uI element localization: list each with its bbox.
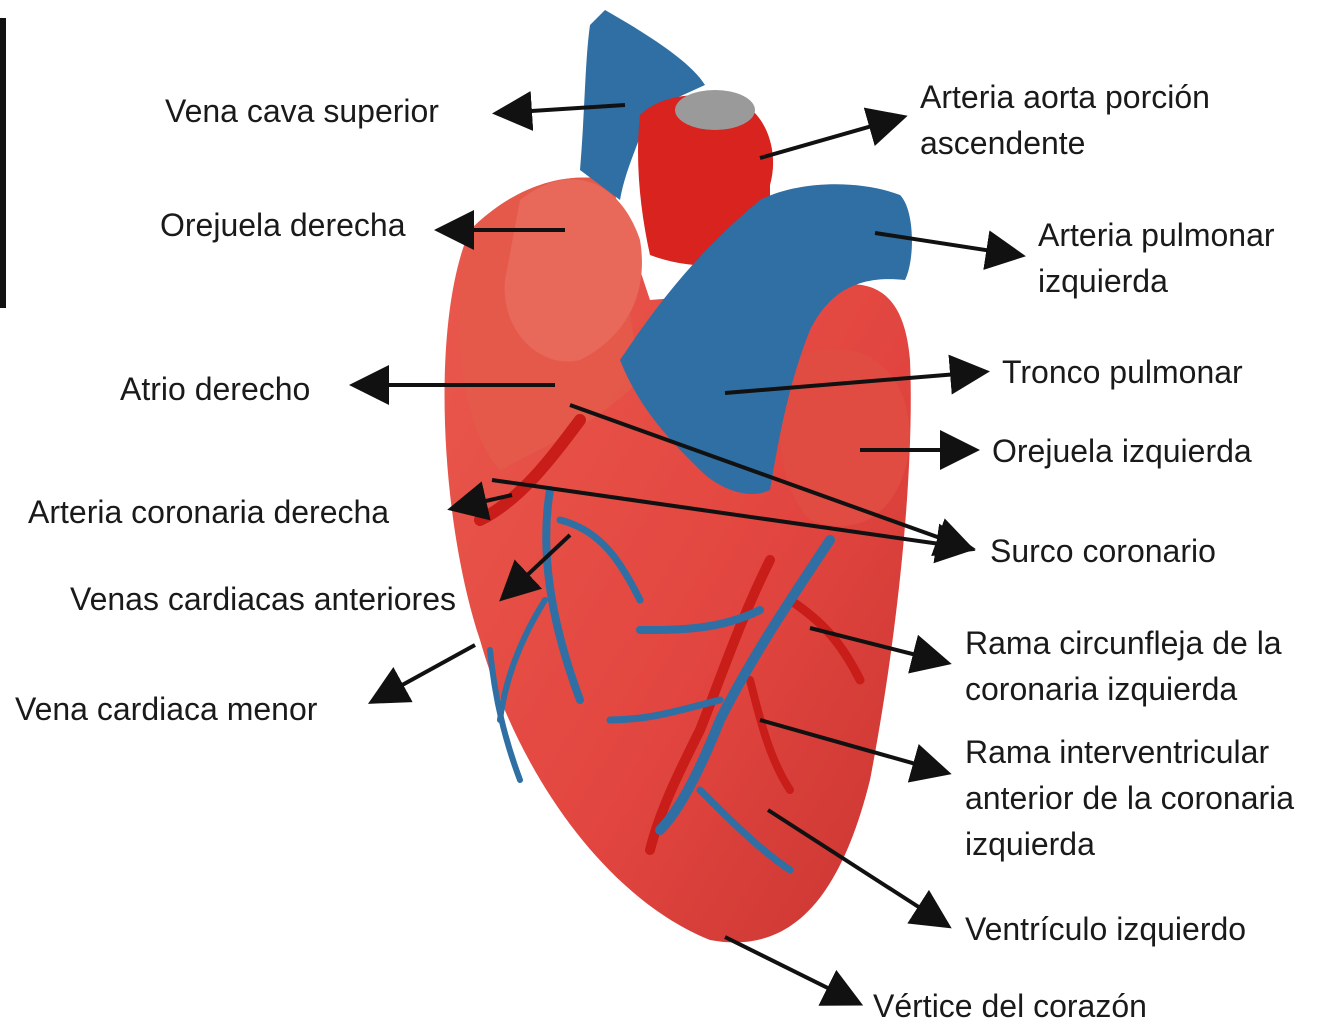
- label-rama-interventricular-line-3: izquierda: [965, 821, 1294, 867]
- label-arteria-coronaria-derecha: Arteria coronaria derecha: [28, 489, 389, 535]
- label-rama-circunfleja-line-1: Rama circunfleja de la: [965, 620, 1282, 666]
- label-rama-circunfleja-line-2: coronaria izquierda: [965, 666, 1282, 712]
- label-venas-cardiacas-anteriores: Venas cardiacas anteriores: [70, 576, 456, 622]
- label-rama-circunfleja: Rama circunfleja de la coronaria izquier…: [965, 620, 1282, 712]
- label-orejuela-izquierda: Orejuela izquierda: [992, 428, 1252, 474]
- label-ventriculo-izquierdo: Ventrículo izquierdo: [965, 906, 1246, 952]
- label-aorta-line-2: ascendente: [920, 120, 1210, 166]
- label-tronco-pulmonar: Tronco pulmonar: [1002, 349, 1243, 395]
- label-arteria-pulmonar-line-1: Arteria pulmonar: [1038, 212, 1275, 258]
- arrow-aorta: [760, 118, 900, 158]
- left-auricle: [780, 349, 910, 526]
- label-orejuela-derecha: Orejuela derecha: [160, 202, 405, 248]
- label-vena-cardiaca-menor: Vena cardiaca menor: [15, 686, 317, 732]
- label-aorta: Arteria aorta porción ascendente: [920, 74, 1210, 166]
- label-vertice: Vértice del corazón: [873, 983, 1147, 1029]
- label-rama-interventricular-line-1: Rama interventricular: [965, 729, 1294, 775]
- aorta-opening: [675, 90, 755, 130]
- label-surco-coronario: Surco coronario: [990, 528, 1216, 574]
- label-rama-interventricular-line-2: anterior de la coronaria: [965, 775, 1294, 821]
- label-arteria-pulmonar-line-2: izquierda: [1038, 258, 1275, 304]
- label-atrio-derecho: Atrio derecho: [120, 366, 310, 412]
- label-aorta-line-1: Arteria aorta porción: [920, 74, 1210, 120]
- arrow-vertice: [725, 937, 856, 1002]
- label-arteria-pulmonar-izquierda: Arteria pulmonar izquierda: [1038, 212, 1275, 304]
- arrow-vena-menor: [375, 645, 475, 700]
- label-vena-cava-superior: Vena cava superior: [165, 88, 439, 134]
- label-rama-interventricular: Rama interventricular anterior de la cor…: [965, 729, 1294, 867]
